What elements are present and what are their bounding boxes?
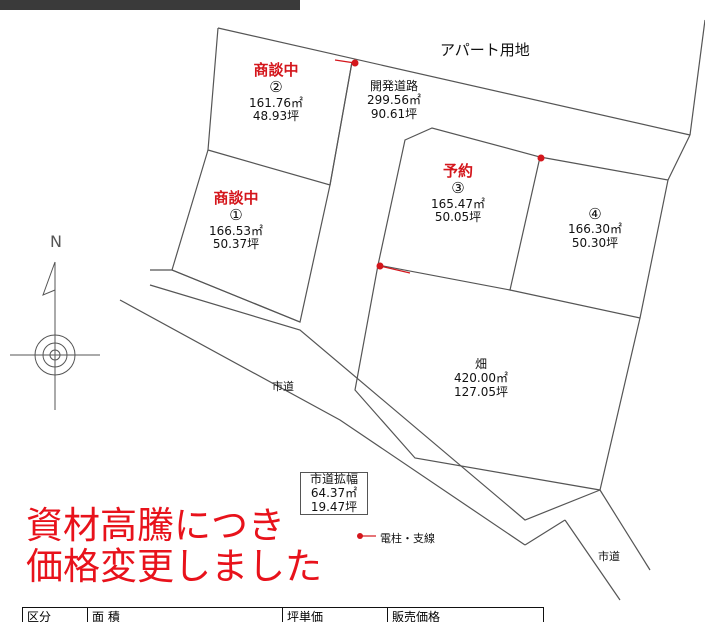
plot-2-number: ② [269, 78, 283, 97]
plot-4-area-tsubo: 50.30坪 [571, 236, 619, 251]
table-header-category: 区分 [23, 608, 88, 622]
table-header-sale-price: 販売価格 [392, 610, 441, 622]
plot-2-label: 商談中 ② 161.76㎡ 48.93坪 [236, 61, 316, 124]
dev-road-line [329, 61, 353, 186]
notice-line-1: 資材高騰につき [26, 504, 285, 547]
plot-3-outline [377, 127, 541, 291]
legend-pole-text: 電柱・支線 [380, 532, 435, 545]
plot-4-area-m2: 166.30㎡ [568, 222, 622, 237]
dev-road-label: 開発道路 299.56㎡ 90.61坪 [354, 79, 434, 121]
price-change-notice: 資材高騰につき 価格変更しました [26, 505, 322, 588]
table-header-unit-price: 坪単価 [283, 608, 388, 622]
city-road-label-2: 市道 [598, 550, 620, 563]
road-widening-name: 市道拡幅 [309, 472, 358, 486]
table-header-area: 面 積 [88, 608, 283, 622]
road-edge-1 [150, 269, 301, 323]
field-label: 畑 420.00㎡ 127.05坪 [436, 357, 526, 399]
dev-road-area-tsubo: 90.61坪 [370, 106, 418, 121]
dev-road-area-m2: 299.56㎡ [367, 92, 421, 107]
plot-1-number: ① [229, 206, 243, 225]
plot-3-area-m2: 165.47㎡ [431, 196, 485, 211]
city-road-label-1: 市道 [272, 380, 294, 393]
road-edge-3 [119, 299, 526, 546]
plot-2-status: 商談中 [253, 61, 299, 79]
field-area-m2: 420.00㎡ [454, 370, 508, 385]
plot-4-label: ④ 166.30㎡ 50.30坪 [555, 205, 635, 251]
plot-2-area-m2: 161.76㎡ [249, 95, 303, 110]
field-outline [354, 264, 641, 491]
notice-line-2: 価格変更しました [26, 545, 322, 589]
road-corner [524, 519, 566, 546]
guy-line-1 [334, 59, 356, 64]
plot-1-status: 商談中 [213, 189, 259, 207]
field-name: 畑 [474, 357, 487, 371]
top-land-label: アパート用地 [440, 41, 530, 59]
price-table-header: 区分 面 積 坪単価 販売価格 [22, 607, 544, 622]
plot-3-label: 予約 ③ 165.47㎡ 50.05坪 [418, 162, 498, 225]
city-road-edge [599, 489, 651, 571]
header-bar [0, 0, 300, 10]
compass-north-label: N [50, 232, 62, 251]
pole-marker-2 [537, 154, 545, 162]
boundary-line-ne [689, 19, 705, 136]
field-area-tsubo: 127.05坪 [454, 384, 508, 399]
guy-line-3 [379, 265, 411, 274]
plot-3-number: ③ [451, 179, 465, 198]
plot-1-area-m2: 166.53㎡ [209, 223, 263, 238]
dev-road-name: 開発道路 [369, 79, 418, 93]
compass-icon [10, 261, 100, 410]
road-widening-label: 市道拡幅 64.37㎡ 19.47坪 [300, 472, 368, 516]
boundary-line-east [667, 134, 691, 181]
plot-1-label: 商談中 ① 166.53㎡ 50.37坪 [196, 189, 276, 252]
road-widening-area-tsubo: 19.47坪 [310, 499, 358, 514]
plot-3-status: 予約 [442, 162, 473, 180]
road-widening-area-m2: 64.37㎡ [310, 485, 358, 500]
plot-2-area-tsubo: 48.93坪 [252, 109, 300, 124]
plot-4-outline [509, 156, 669, 319]
city-road-edge-2 [564, 519, 621, 601]
plot-3-area-tsubo: 50.05坪 [434, 210, 482, 225]
plot-4-number: ④ [588, 205, 602, 223]
boundary-line-north [217, 27, 691, 136]
road-edge-2 [149, 284, 601, 521]
plot-1-area-tsubo: 50.37坪 [212, 237, 260, 252]
